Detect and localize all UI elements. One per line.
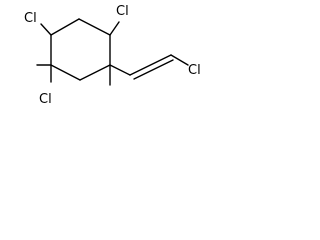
bond-c3-cl — [109, 21, 120, 36]
chlorine-label-top-right: Cl — [116, 4, 129, 19]
bond-ring-c1-c2 — [50, 18, 80, 36]
chlorine-label-top-left: Cl — [24, 11, 37, 26]
bond-c4-vinyl — [109, 64, 131, 76]
bond-c1-cl — [40, 23, 52, 36]
bond-ring-c2-c3 — [78, 18, 111, 36]
bond-ring-c4-c5 — [79, 64, 111, 81]
bond-vinyl-double-b — [133, 59, 174, 80]
chlorine-label-vinyl: Cl — [188, 63, 201, 78]
bond-vinyl-double-a — [129, 54, 172, 76]
structure-canvas: Cl Cl Cl Cl — [0, 0, 234, 112]
molecule-diagram: Cl Cl Cl Cl — [24, 4, 201, 107]
bond-ring-c5-c6 — [50, 64, 81, 81]
bond-vinyl-cl — [170, 54, 189, 66]
chlorine-label-bottom-left: Cl — [39, 92, 52, 107]
